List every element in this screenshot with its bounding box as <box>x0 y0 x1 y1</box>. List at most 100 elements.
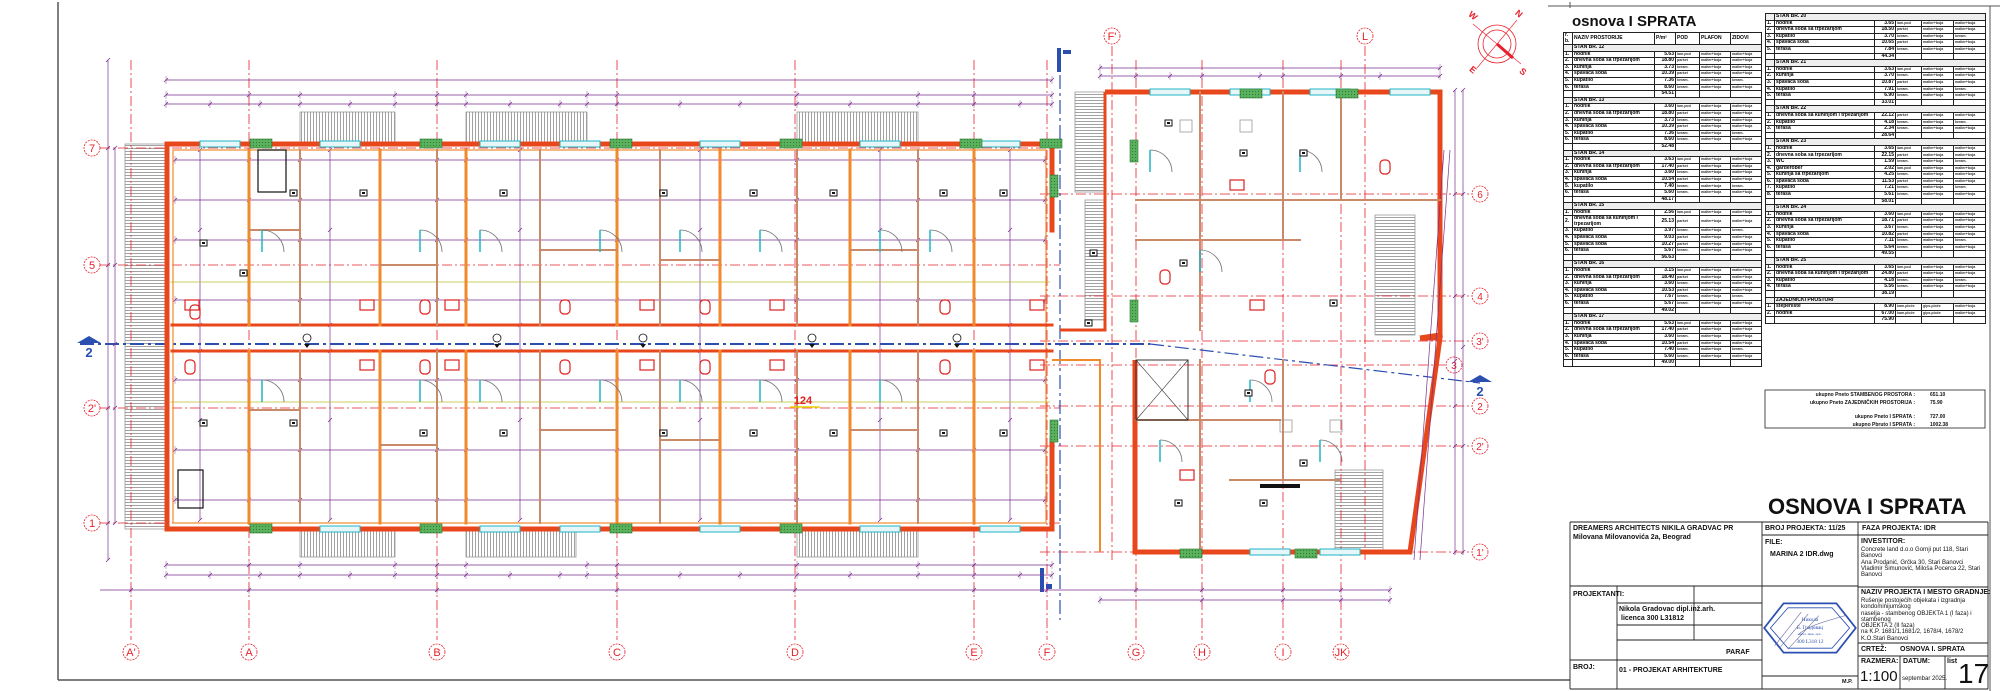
unit-total: 52.48 <box>1654 142 1676 151</box>
floor-finish: keram. <box>1675 63 1700 72</box>
room-number: 3. <box>1563 63 1573 72</box>
cell <box>1895 197 1922 206</box>
cell <box>1563 359 1573 367</box>
room-name: kuhinja <box>1572 116 1655 125</box>
floor-finish: keram. <box>1675 352 1700 361</box>
door-marker-arrow-icon <box>494 344 500 348</box>
ceiling-finish: malter+boja <box>1921 19 1954 28</box>
wall-finish: malter+boja <box>1730 332 1762 341</box>
room-number: 4. <box>1765 39 1775 47</box>
floor-finish: keram. <box>1675 227 1700 236</box>
room-number: 3. <box>1563 169 1573 177</box>
window <box>199 140 241 148</box>
room-area: 7.67 <box>1654 293 1676 301</box>
toilet-icon <box>559 299 571 315</box>
grid-bubble <box>240 643 258 661</box>
floor-finish: keram. <box>1895 45 1922 54</box>
ceiling-finish: malter+boja <box>1699 129 1731 138</box>
washbasin-icon <box>444 299 460 311</box>
section-arrow-icon <box>1468 375 1492 382</box>
unit-header-row: STAN BR. 13 <box>1563 96 1762 105</box>
wall-finish: malter+boja <box>1730 109 1762 118</box>
unit-header-row: STAN BR. 20 <box>1765 13 1986 21</box>
cell <box>1699 253 1731 262</box>
section-line <box>1149 343 1481 384</box>
room-name: hodnik <box>1572 103 1655 111</box>
grid-label: D <box>791 647 799 659</box>
sheet-frame <box>57 2 2000 691</box>
ceiling-finish: malter+boja <box>1699 332 1731 341</box>
unit-header-row: STAN BR. 12 <box>1563 44 1762 52</box>
room-table-title: osnova I SPRATA <box>1572 13 1697 30</box>
room-area: 18.80 <box>1654 57 1676 65</box>
project-name-line: na K.P. 1681/1,1681/2, 1678/4, 1678/2 K.… <box>1861 629 1964 642</box>
column <box>419 138 443 149</box>
window <box>979 140 1021 148</box>
dimension-tick <box>1007 517 1013 523</box>
dimension-tick <box>112 341 118 347</box>
room-number: 2. <box>1765 151 1775 160</box>
grid-bubble <box>1471 332 1489 350</box>
ceiling-finish: gips.ploče <box>1921 303 1954 311</box>
file-label: FILE: <box>1765 539 1783 546</box>
room-name: kupatilo <box>1774 184 1875 193</box>
cell <box>1699 195 1731 204</box>
room-area: 11.53 <box>1874 177 1896 186</box>
room-number: 3. <box>1765 158 1775 166</box>
wall-finish: malter+boja <box>1953 65 1986 74</box>
ceiling-finish: malter+boja <box>1699 83 1731 92</box>
washbasin-icon <box>639 359 655 371</box>
ceiling-finish: malter+boja <box>1699 326 1731 334</box>
unit-total-row: 49.00 <box>1563 359 1762 367</box>
dimension-line <box>1419 149 1451 561</box>
room-name: kuhinja <box>1572 332 1655 341</box>
column-header: r.b. <box>1563 32 1573 45</box>
dimension-tick <box>697 517 703 523</box>
wall-finish: malter+boja <box>1953 26 1986 34</box>
floor-finish: keram. <box>1675 299 1700 308</box>
room-area: 3.63 <box>1654 156 1676 164</box>
room-name: kupatilo <box>1572 227 1655 236</box>
room-name: dnevna soba sa trpezarijom <box>1774 217 1875 225</box>
floor-finish: keram. <box>1895 85 1922 94</box>
room-number: 1. <box>1563 267 1573 275</box>
ceiling-finish: malter+boja <box>1921 65 1954 74</box>
grid-label: 2' <box>88 403 96 415</box>
unit-name: ZAJEDNIČKI PROSTORI <box>1774 296 1986 305</box>
cell <box>1563 313 1573 321</box>
cell <box>1895 250 1922 258</box>
room-name: kuhinja <box>1774 72 1875 80</box>
grid-label: C <box>613 647 621 659</box>
unit-total-row: 54.51 <box>1563 90 1762 98</box>
room-name: spavaća soba <box>1774 230 1875 239</box>
summary-frame <box>1764 389 1986 429</box>
floor-finish: parket <box>1675 109 1700 118</box>
wall-finish: malter+boja <box>1953 230 1986 239</box>
grid-bubble <box>83 399 101 417</box>
column <box>1294 548 1318 559</box>
cell <box>1953 52 1986 61</box>
wall-finish: malter+boja <box>1953 217 1986 225</box>
ceiling-finish: malter+boja <box>1699 286 1731 295</box>
floor-finish: keram. <box>1675 189 1700 197</box>
stamp-line: дипл. инж. арх. <box>1799 632 1822 636</box>
wall-finish: malter+boja <box>1953 263 1986 272</box>
grid-bubble <box>1471 437 1489 455</box>
floor-finish: lam.pod <box>1675 267 1700 275</box>
ceiling-finish: malter+boja <box>1699 234 1731 242</box>
scale-value: 1:100 <box>1860 668 1898 685</box>
cell <box>1921 250 1954 258</box>
room-name: hodnik <box>1572 267 1655 275</box>
wall <box>1052 359 1101 552</box>
room-number: 6. <box>1563 352 1573 361</box>
room-name: spavaća soba <box>1572 234 1655 242</box>
room-number: 1. <box>1765 144 1775 153</box>
unit-total: 28.64 <box>1874 131 1896 140</box>
designers-label: PROJEKTANTI: <box>1573 591 1625 598</box>
room-name: hodnik <box>1774 263 1875 272</box>
